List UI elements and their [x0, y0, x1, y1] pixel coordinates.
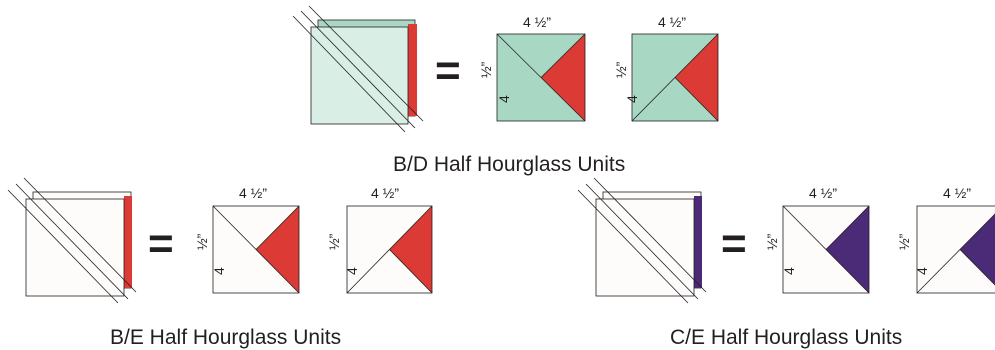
be-unit-1-top-dimension: 4 ½” — [239, 185, 267, 201]
be-unit-2-outline — [346, 205, 433, 294]
bd-unit-1-outline — [496, 33, 586, 122]
ce-unit-1-side-dimension-num: 4 — [781, 267, 797, 275]
bd-unit-1-side-dimension-num: 4 — [496, 95, 512, 103]
bd-unit-2: 4 ½” ½” 4 — [613, 14, 719, 122]
be-equals-sign: = — [148, 219, 174, 268]
bd-unit-1-diagonal-2 — [540, 33, 586, 78]
ce-equals-sign: = — [721, 219, 747, 268]
be-caption: B/E Half Hourglass Units — [110, 326, 341, 349]
be-unit-2: 4 ½” ½” 4 — [326, 185, 433, 294]
be-unit-2-top-dimension: 4 ½” — [371, 185, 399, 201]
be-unit-1-side-dimension-frac: ½” — [194, 233, 210, 250]
be-front-square — [25, 198, 125, 297]
bd-unit-1: 4 ½” ½” 4 — [478, 14, 586, 122]
group-bd: = 4 ½” ½” 4 4 ½” ½” 4 B/D Half Hourglass… — [292, 5, 719, 176]
bd-unit-2-side-dimension-frac: ½” — [613, 61, 629, 78]
be-unit-2-side-dimension-frac: ½” — [326, 233, 342, 250]
be-unit-2-side-dimension-num: 4 — [344, 267, 360, 275]
ce-unit-2-side-dimension-frac: ½” — [896, 233, 912, 250]
be-sew-line-1 — [7, 189, 119, 304]
ce-sew-line-1 — [577, 189, 689, 304]
be-unit-1-accent-triangle — [256, 206, 299, 293]
bd-unit-1-accent-triangle — [541, 34, 585, 121]
ce-unit-2-outline — [916, 205, 995, 294]
group-ce: = 4 ½” ½” 4 4 ½” ½” 4 C/E Half Hourglass… — [577, 177, 995, 349]
ce-stacked-squares — [577, 177, 707, 304]
ce-unit-2-accent-triangle — [960, 214, 995, 285]
be-cut-line — [15, 183, 129, 300]
ce-sew-line-2 — [593, 177, 707, 293]
bd-unit-2-side-dimension-num: 4 — [624, 95, 640, 103]
bd-unit-1-side-dimension-frac: ½” — [478, 61, 494, 78]
bd-unit-2-outline — [631, 33, 719, 122]
bd-sew-line-1 — [292, 15, 406, 133]
be-unit-2-accent-triangle — [389, 206, 432, 293]
ce-unit-2-side-dimension-num: 4 — [914, 267, 930, 275]
bd-caption: B/D Half Hourglass Units — [393, 153, 625, 176]
ce-unit-1-side-dimension-frac: ½” — [764, 233, 780, 250]
ce-unit-2: 4 ½” ½” 4 — [896, 185, 995, 294]
ce-back-square-edge — [694, 196, 702, 288]
bd-equals-sign: = — [435, 46, 461, 95]
be-sew-line-2 — [23, 177, 137, 293]
ce-front-square — [595, 198, 695, 297]
be-stacked-squares — [7, 177, 137, 304]
bd-unit-2-top-dimension: 4 ½” — [658, 14, 686, 30]
ce-unit-1: 4 ½” ½” 4 — [764, 185, 870, 294]
be-unit-1-outline — [212, 205, 300, 294]
ce-unit-1-accent-triangle — [826, 206, 869, 293]
bd-unit-2-diagonal-2 — [674, 77, 719, 122]
be-back-square-edge — [124, 196, 132, 288]
bd-unit-2-accent-triangle — [675, 34, 718, 121]
bd-front-square — [310, 26, 409, 125]
ce-cut-line — [585, 183, 699, 300]
be-unit-1: 4 ½” ½” 4 — [194, 185, 300, 294]
bd-cut-line — [300, 10, 416, 129]
be-unit-1-diagonal-1 — [212, 205, 300, 294]
bd-unit-1-top-dimension: 4 ½” — [523, 14, 551, 30]
be-unit-1-side-dimension-num: 4 — [211, 267, 227, 275]
ce-unit-2-top-dimension: 4 ½” — [943, 185, 971, 201]
ce-unit-2-diagonal-2 — [959, 249, 995, 286]
ce-unit-1-top-dimension: 4 ½” — [809, 185, 837, 201]
ce-caption: C/E Half Hourglass Units — [670, 326, 902, 349]
bd-back-square-edge — [408, 24, 417, 116]
group-be: = 4 ½” ½” 4 4 ½” ½” 4 B/E Half Hourglass… — [7, 177, 433, 349]
ce-unit-1-outline — [782, 205, 870, 294]
bd-sew-line-2 — [308, 5, 424, 122]
ce-unit-1-diagonal-2 — [825, 205, 870, 250]
be-unit-1-diagonal-2 — [255, 205, 300, 250]
be-unit-2-diagonal-2 — [389, 249, 433, 294]
bd-stacked-squares — [292, 5, 424, 133]
